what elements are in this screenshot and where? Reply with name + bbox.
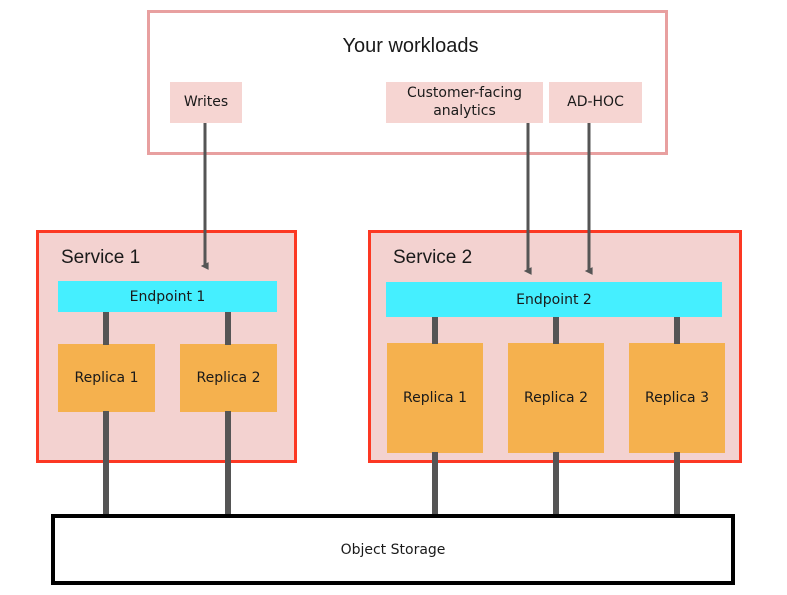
connector-s2-replica1-storage — [432, 452, 438, 517]
object-storage-box[interactable]: Object Storage — [51, 514, 735, 585]
service-2-replica-1[interactable]: Replica 1 — [387, 343, 483, 453]
workloads-container: Your workloads — [147, 10, 668, 155]
service-1-endpoint[interactable]: Endpoint 1 — [58, 281, 277, 312]
service-1-replica-1[interactable]: Replica 1 — [58, 344, 155, 412]
connector-endpoint2-replica3 — [674, 317, 680, 344]
connector-endpoint1-replica2 — [225, 312, 231, 345]
workload-chip-writes[interactable]: Writes — [170, 82, 242, 123]
connector-s2-replica2-storage — [553, 452, 559, 517]
connector-s1-replica1-storage — [103, 411, 109, 517]
service-1-replica-2[interactable]: Replica 2 — [180, 344, 277, 412]
connector-endpoint2-replica1 — [432, 317, 438, 344]
service-1-label: Service 1 — [61, 247, 141, 268]
service-2-replica-2[interactable]: Replica 2 — [508, 343, 604, 453]
service-2-endpoint[interactable]: Endpoint 2 — [386, 282, 722, 317]
workload-chip-customer-facing-analytics[interactable]: Customer-facing analytics — [386, 82, 543, 123]
connector-s2-replica3-storage — [674, 452, 680, 517]
connector-endpoint1-replica1 — [103, 312, 109, 345]
workload-chip-ad-hoc[interactable]: AD-HOC — [549, 82, 642, 123]
workloads-title: Your workloads — [342, 35, 479, 57]
connector-endpoint2-replica2 — [553, 317, 559, 344]
service-2-replica-3[interactable]: Replica 3 — [629, 343, 725, 453]
connector-s1-replica2-storage — [225, 411, 231, 517]
service-2-label: Service 2 — [393, 247, 473, 268]
